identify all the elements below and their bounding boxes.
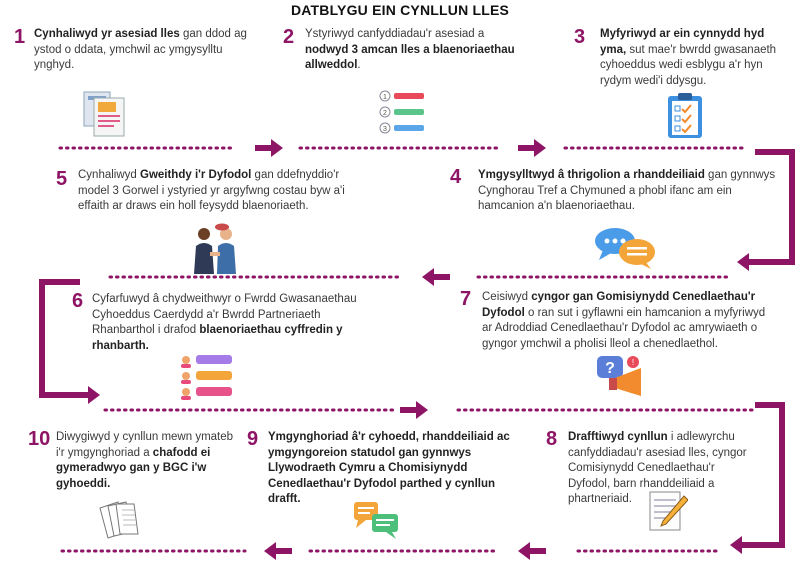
step-10-number: 10 [28,428,51,450]
step-3-text: Myfyriwyd ar ein cynnydd hyd yma, sut ma… [600,28,777,87]
step-6-number: 6 [72,290,84,312]
arrow-left-row4-b [264,542,292,560]
step-4-number: 4 [450,166,462,188]
svg-text:!: ! [632,358,634,367]
people-messages-icon [181,355,232,400]
step-8-text: Drafftiwyd cynllun i adlewyrchu canfyddi… [568,431,747,505]
svg-text:1: 1 [383,94,387,101]
step-5-text: Cynhaliwyd Gweithdy i'r Dyfodol gan ddef… [78,169,345,212]
arrow-right-row3 [400,401,428,419]
svg-text:?: ? [605,360,615,377]
svg-text:3: 3 [383,126,387,133]
bracket-right-bottom [752,402,785,548]
step-7-text: Ceisiwyd cyngor gan Gomisiynydd Cenedlae… [482,291,766,350]
clipboard-checklist-icon [668,93,702,138]
arrow-left-row2 [422,268,450,286]
page-title: DATBLYGU EIN CYNLLUN LLES [290,2,510,18]
arrow-right-1 [255,139,283,157]
step-4-text: Ymgysylltwyd â thrigolion a rhanddeiliai… [478,169,776,212]
numbered-list-icon: 1 2 3 [379,90,424,134]
step-1-number: 1 [14,26,26,48]
step-2-text: Ystyriwyd canfyddiadau'r asesiad a nodwy… [305,28,515,71]
step-7-number: 7 [460,288,472,310]
step-8-number: 8 [546,428,558,450]
arrow-left-bracket-top [737,253,765,271]
bracket-right-top [755,149,795,265]
chat-bubbles-icon [595,228,655,269]
arrow-left-row4-a [518,542,546,560]
people-meeting-icon [194,223,236,274]
step-9-number: 9 [247,428,259,450]
arrow-right-bracket-left [72,386,100,404]
step-3-number: 3 [574,26,586,48]
step-2-number: 2 [283,26,295,48]
paper-pencil-icon [649,491,688,531]
step-10-text: Diwygiwyd y cynllun mewn ymateb i'r ymgy… [56,431,234,490]
svg-text:2: 2 [383,110,387,117]
bracket-left [39,279,80,398]
paper-stack-icon [99,501,139,539]
step-6-text: Cyfarfuwyd â chydweithwyr o Fwrdd Gwasan… [92,293,357,352]
speech-bubbles-icon [354,502,398,539]
question-megaphone-icon: ? ! [597,356,641,396]
step-1-text: Cynhaliwyd yr asesiad lles gan ddod ag y… [34,28,247,71]
step-5-number: 5 [56,168,68,190]
documents-icon [83,91,125,137]
arrow-right-2 [518,139,546,157]
step-9-text: Ymgynghoriad â'r cyhoedd, rhanddeiliaid … [268,431,510,505]
arrow-left-bracket-bottom [730,536,758,554]
